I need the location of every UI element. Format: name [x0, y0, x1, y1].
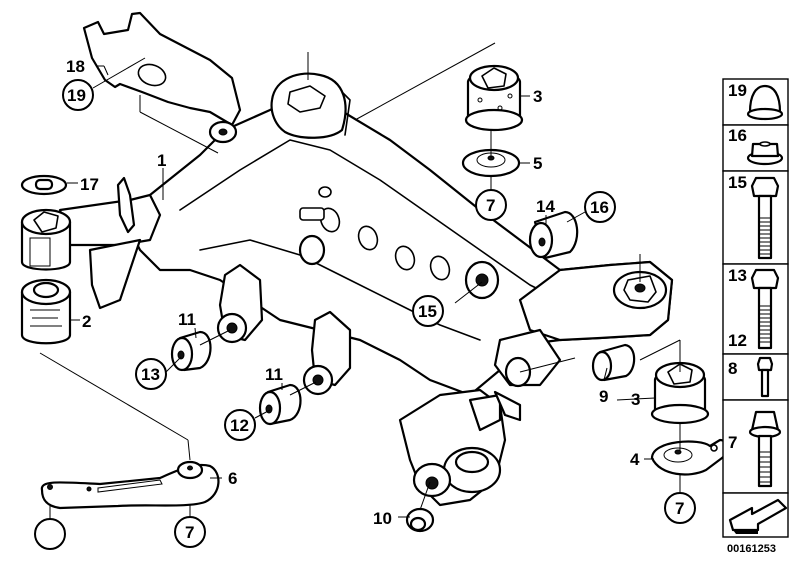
- legend-item-19: 19: [728, 81, 784, 121]
- legend-item-13: 13: [728, 266, 780, 350]
- svg-text:19: 19: [728, 81, 747, 100]
- callout-7-link: 7: [174, 516, 206, 548]
- svg-text:12: 12: [230, 416, 249, 435]
- svg-text:16: 16: [590, 198, 609, 217]
- mount-3-lower: [650, 361, 710, 425]
- legend-item-16: 16: [728, 126, 784, 166]
- bushing-11-lower: [258, 383, 302, 426]
- svg-text:11: 11: [265, 365, 283, 384]
- mount-3-upper: [464, 64, 524, 132]
- svg-text:7: 7: [675, 499, 684, 518]
- svg-text:8: 8: [728, 359, 737, 378]
- callout-12: 12: [224, 409, 256, 441]
- svg-text:3: 3: [533, 87, 542, 106]
- callout-3-lower: 3: [631, 390, 640, 409]
- bushing-9: [591, 343, 636, 382]
- callout-11-upper: 11: [178, 310, 196, 329]
- callout-10: 10: [373, 509, 392, 528]
- svg-text:14: 14: [536, 197, 555, 216]
- bushing-2: [20, 278, 72, 345]
- callout-6: 6: [228, 469, 237, 488]
- callout-19: 19: [62, 79, 94, 111]
- svg-text:15: 15: [418, 302, 437, 321]
- washer-17: [20, 174, 68, 196]
- callout-4: 4: [630, 450, 640, 469]
- bushing-11-upper: [170, 330, 212, 372]
- fastener-legend: 19 16 15 13: [722, 78, 789, 555]
- subframe: [58, 72, 674, 507]
- svg-text:4: 4: [630, 450, 640, 469]
- callout-8-partial: [34, 518, 66, 550]
- hex-bolt-icon: [750, 268, 780, 350]
- callout-16: 16: [584, 191, 616, 223]
- svg-text:13: 13: [141, 365, 160, 384]
- hex-bolt-icon: [750, 176, 780, 260]
- callout-9: 9: [599, 387, 608, 406]
- direction-arrow-icon: [728, 498, 788, 534]
- svg-text:10: 10: [373, 509, 392, 528]
- bushing-upper-left: [20, 208, 72, 271]
- svg-text:3: 3: [631, 390, 640, 409]
- svg-text:6: 6: [228, 469, 237, 488]
- callout-13: 13: [135, 358, 167, 390]
- collar-nut-icon: [746, 141, 784, 166]
- small-bolt-icon: [756, 356, 774, 398]
- callout-15: 15: [412, 295, 444, 327]
- callout-11-lower: 11: [265, 365, 283, 384]
- callout-3-upper: 3: [533, 87, 542, 106]
- leader-lines: [39, 42, 681, 520]
- callout-7-lower: 7: [664, 492, 696, 524]
- document-number: 00161253: [727, 543, 776, 555]
- bushing-10: [405, 507, 435, 533]
- callout-5: 5: [533, 154, 542, 173]
- plate-4: [650, 438, 729, 476]
- cap-nut-icon: [746, 84, 784, 121]
- callout-7-upper: 7: [475, 189, 507, 221]
- callout-2: 2: [82, 312, 91, 331]
- svg-text:1: 1: [157, 151, 166, 170]
- heat-shield: [82, 11, 242, 127]
- svg-text:11: 11: [178, 310, 196, 329]
- legend-item-15: 15: [728, 173, 780, 260]
- svg-text:7: 7: [185, 523, 194, 542]
- legend-item-7: 7: [728, 410, 782, 488]
- torx-bolt-icon: [748, 410, 782, 488]
- svg-text:17: 17: [80, 175, 99, 194]
- legend-item-12: 12: [728, 331, 747, 350]
- svg-text:5: 5: [533, 154, 542, 173]
- svg-text:19: 19: [67, 86, 86, 105]
- callout-1: 1: [157, 151, 166, 170]
- svg-text:7: 7: [486, 196, 495, 215]
- svg-text:15: 15: [728, 173, 747, 192]
- callout-17: 17: [80, 175, 99, 194]
- svg-text:9: 9: [599, 387, 608, 406]
- svg-text:7: 7: [728, 433, 737, 452]
- bushing-14: [528, 210, 579, 260]
- svg-text:12: 12: [728, 331, 747, 350]
- svg-text:2: 2: [82, 312, 91, 331]
- callout-18: 18: [66, 57, 85, 76]
- svg-text:18: 18: [66, 57, 85, 76]
- svg-text:16: 16: [728, 126, 747, 145]
- legend-item-8: 8: [728, 356, 774, 398]
- svg-text:13: 13: [728, 266, 747, 285]
- callout-14: 14: [536, 197, 555, 216]
- link-arm-6: [40, 460, 220, 510]
